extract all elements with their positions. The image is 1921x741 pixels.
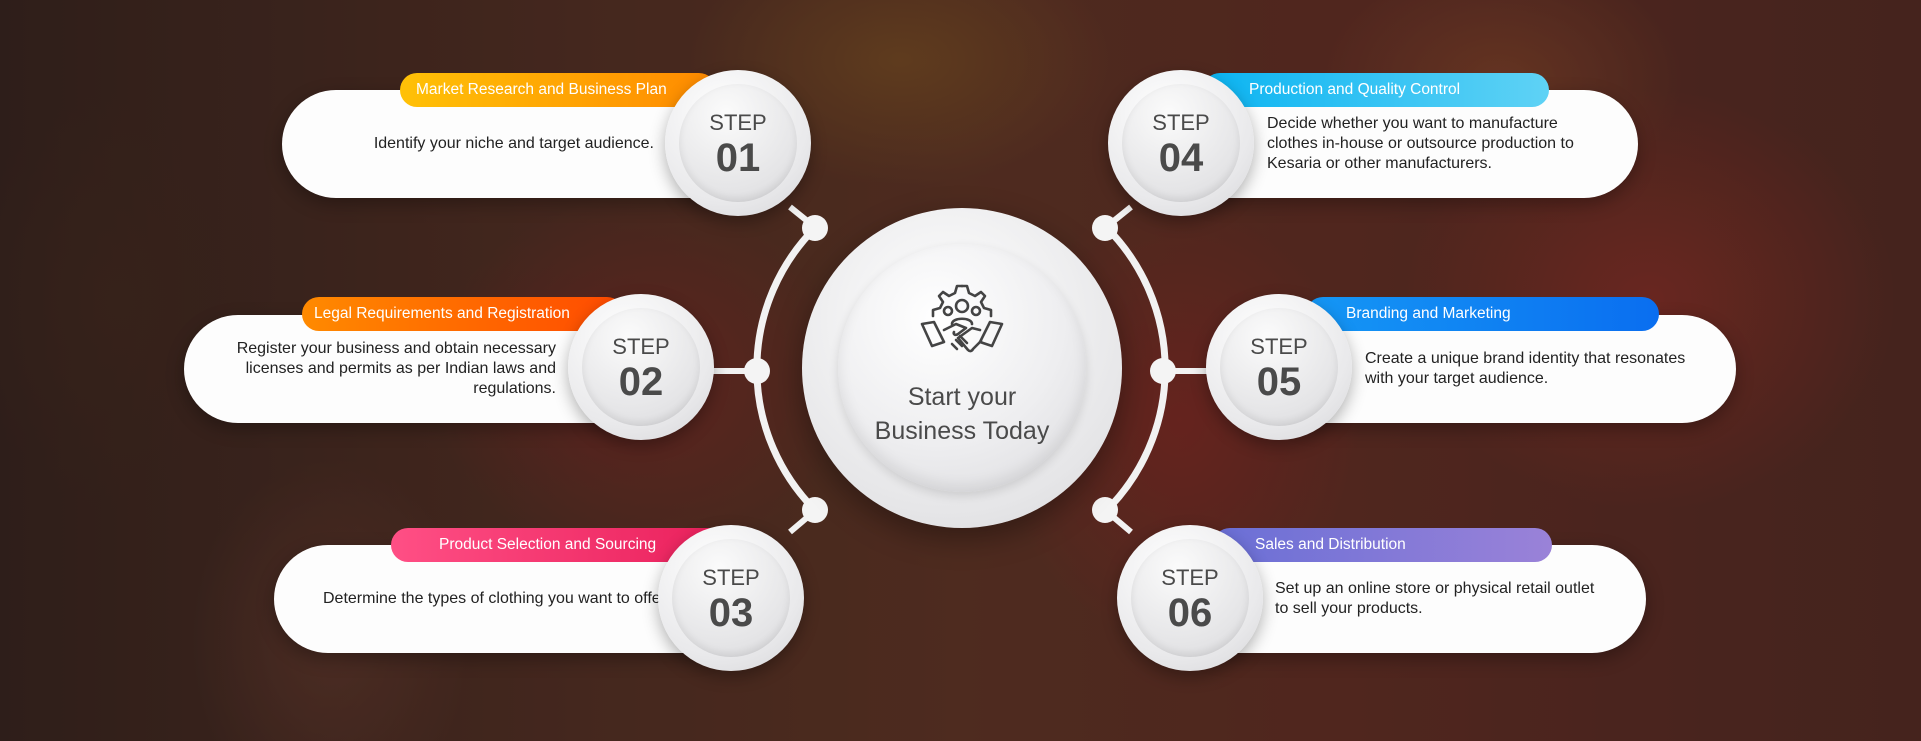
hub-title: Start your Business Today: [874, 383, 1050, 445]
connector-node: [1092, 215, 1118, 241]
step-label: STEP: [709, 110, 767, 135]
step-badge: STEP 03: [658, 525, 804, 671]
step-number: 06: [1167, 591, 1213, 635]
step-title-tag: Sales and Distribution: [1213, 528, 1552, 562]
step-number: 04: [1158, 136, 1204, 180]
step-number: 03: [708, 591, 754, 635]
step-description: Register your business and obtain necess…: [236, 340, 556, 397]
step-badge: STEP 06: [1117, 525, 1263, 671]
step-label: STEP: [612, 334, 670, 359]
step-title-tag: Market Research and Business Plan: [400, 73, 716, 107]
connector-node: [802, 215, 828, 241]
step-title-tag: Legal Requirements and Registration: [302, 297, 624, 331]
connector-node: [744, 358, 770, 384]
step-number: 02: [618, 360, 664, 404]
step-label: STEP: [702, 565, 760, 590]
step-title-tag: Production and Quality Control: [1203, 73, 1549, 107]
step-label: STEP: [1152, 110, 1210, 135]
step-number: 01: [715, 136, 761, 180]
step-description: Create a unique brand identity that reso…: [1365, 350, 1686, 387]
step-label: STEP: [1161, 565, 1219, 590]
step-number: 05: [1256, 360, 1302, 404]
step-title-tag: Branding and Marketing: [1306, 297, 1659, 331]
step-title-tag: Product Selection and Sourcing: [391, 528, 739, 562]
step-description: Identify your niche and target audience.: [373, 135, 654, 152]
step-description: Determine the types of clothing you want…: [322, 590, 666, 607]
step-badge: STEP 04: [1108, 70, 1254, 216]
step-description: Decide whether you want to manufacture c…: [1267, 115, 1574, 172]
step-badge: STEP 02: [568, 294, 714, 440]
connector-node: [1092, 497, 1118, 523]
connector-node: [802, 497, 828, 523]
step-badge: STEP 05: [1206, 294, 1352, 440]
step-badge: STEP 01: [665, 70, 811, 216]
handshake-gear-icon: [920, 284, 1004, 353]
connector-node: [1150, 358, 1176, 384]
center-hub: Start your Business Today: [802, 208, 1122, 528]
step-description: Set up an online store or physical retai…: [1275, 580, 1595, 617]
step-label: STEP: [1250, 334, 1308, 359]
